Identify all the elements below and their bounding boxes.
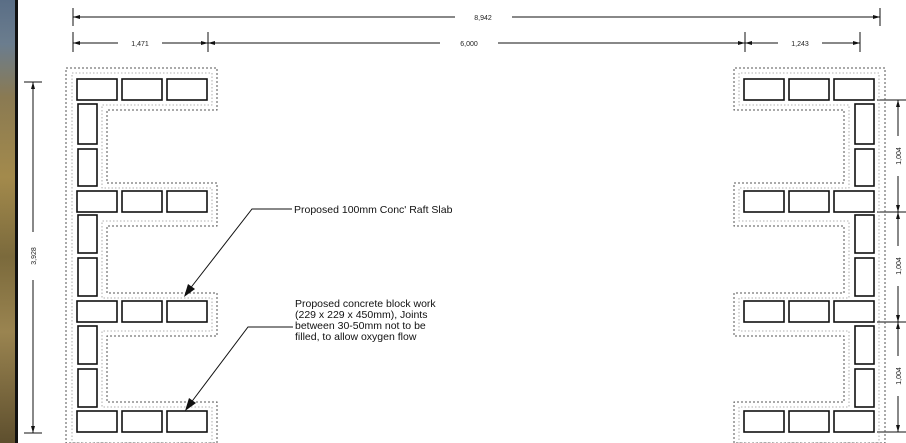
raft-slab-annotation: Proposed 100mm Conc' Raft Slab (294, 204, 453, 216)
concrete-block (76, 78, 118, 101)
block-work-annotation: Proposed concrete block work (229 x 229 … (295, 298, 436, 343)
raft-slab-arrowhead (184, 284, 195, 297)
concrete-block (788, 190, 830, 213)
concrete-block (121, 190, 163, 213)
raft-slab-leader (188, 208, 292, 291)
concrete-block (854, 103, 875, 145)
right-wall (733, 67, 886, 443)
left-wall (65, 67, 218, 443)
concrete-block (77, 148, 98, 187)
concrete-block (854, 214, 875, 254)
concrete-block (854, 148, 875, 187)
concrete-block (121, 410, 163, 433)
concrete-block (77, 103, 98, 145)
concrete-block (76, 410, 118, 433)
concrete-block (121, 78, 163, 101)
block-work-line-3: between 30-50mm not to be (295, 320, 426, 332)
concrete-block (854, 368, 875, 408)
right-wall-inner-outline (738, 72, 880, 443)
top-dimension-arrows (73, 15, 880, 45)
left-wall-blocks (76, 78, 208, 433)
concrete-block (788, 300, 830, 323)
concrete-block (77, 214, 98, 254)
concrete-block (833, 410, 875, 433)
right-offset-label: 1,243 (791, 41, 809, 48)
overall-height-label: 3,928 (31, 247, 38, 265)
block-work-leader (189, 326, 293, 405)
right-bay-1-label: 1,004 (896, 147, 903, 165)
right-bay-2-label: 1,004 (896, 257, 903, 275)
concrete-block (166, 300, 208, 323)
block-work-line-1: Proposed concrete block work (295, 298, 436, 310)
left-dimension-arrows (31, 82, 35, 433)
block-work-arrowhead (185, 398, 196, 411)
concrete-block (854, 257, 875, 297)
concrete-block (76, 300, 118, 323)
concrete-block (833, 78, 875, 101)
block-work-line-2: (229 x 229 x 450mm), Joints (295, 309, 427, 321)
concrete-block (121, 300, 163, 323)
concrete-block (833, 300, 875, 323)
concrete-block (788, 410, 830, 433)
concrete-block (77, 368, 98, 408)
photo-strip (0, 0, 18, 443)
right-bay-3-label: 1,004 (896, 367, 903, 385)
left-wall-outer-outline (65, 67, 218, 443)
right-dimension-arrows (896, 100, 900, 432)
concrete-block (76, 190, 118, 213)
top-dimensions (72, 8, 881, 52)
concrete-block (743, 190, 785, 213)
center-span-label: 6,000 (460, 41, 478, 48)
concrete-block (833, 190, 875, 213)
right-wall-blocks (743, 78, 875, 433)
concrete-block (166, 78, 208, 101)
concrete-block (743, 300, 785, 323)
concrete-block (166, 190, 208, 213)
concrete-block (743, 410, 785, 433)
overall-width-label: 8,942 (474, 15, 492, 22)
concrete-block (166, 410, 208, 433)
concrete-block (788, 78, 830, 101)
left-wall-inner-outline (71, 72, 213, 443)
left-offset-label: 1,471 (131, 41, 149, 48)
right-wall-outer-outline (733, 67, 886, 443)
concrete-block (743, 78, 785, 101)
concrete-block (77, 325, 98, 365)
block-work-line-4: filled, to allow oxygen flow (295, 331, 417, 343)
concrete-block (854, 325, 875, 365)
concrete-block (77, 257, 98, 297)
